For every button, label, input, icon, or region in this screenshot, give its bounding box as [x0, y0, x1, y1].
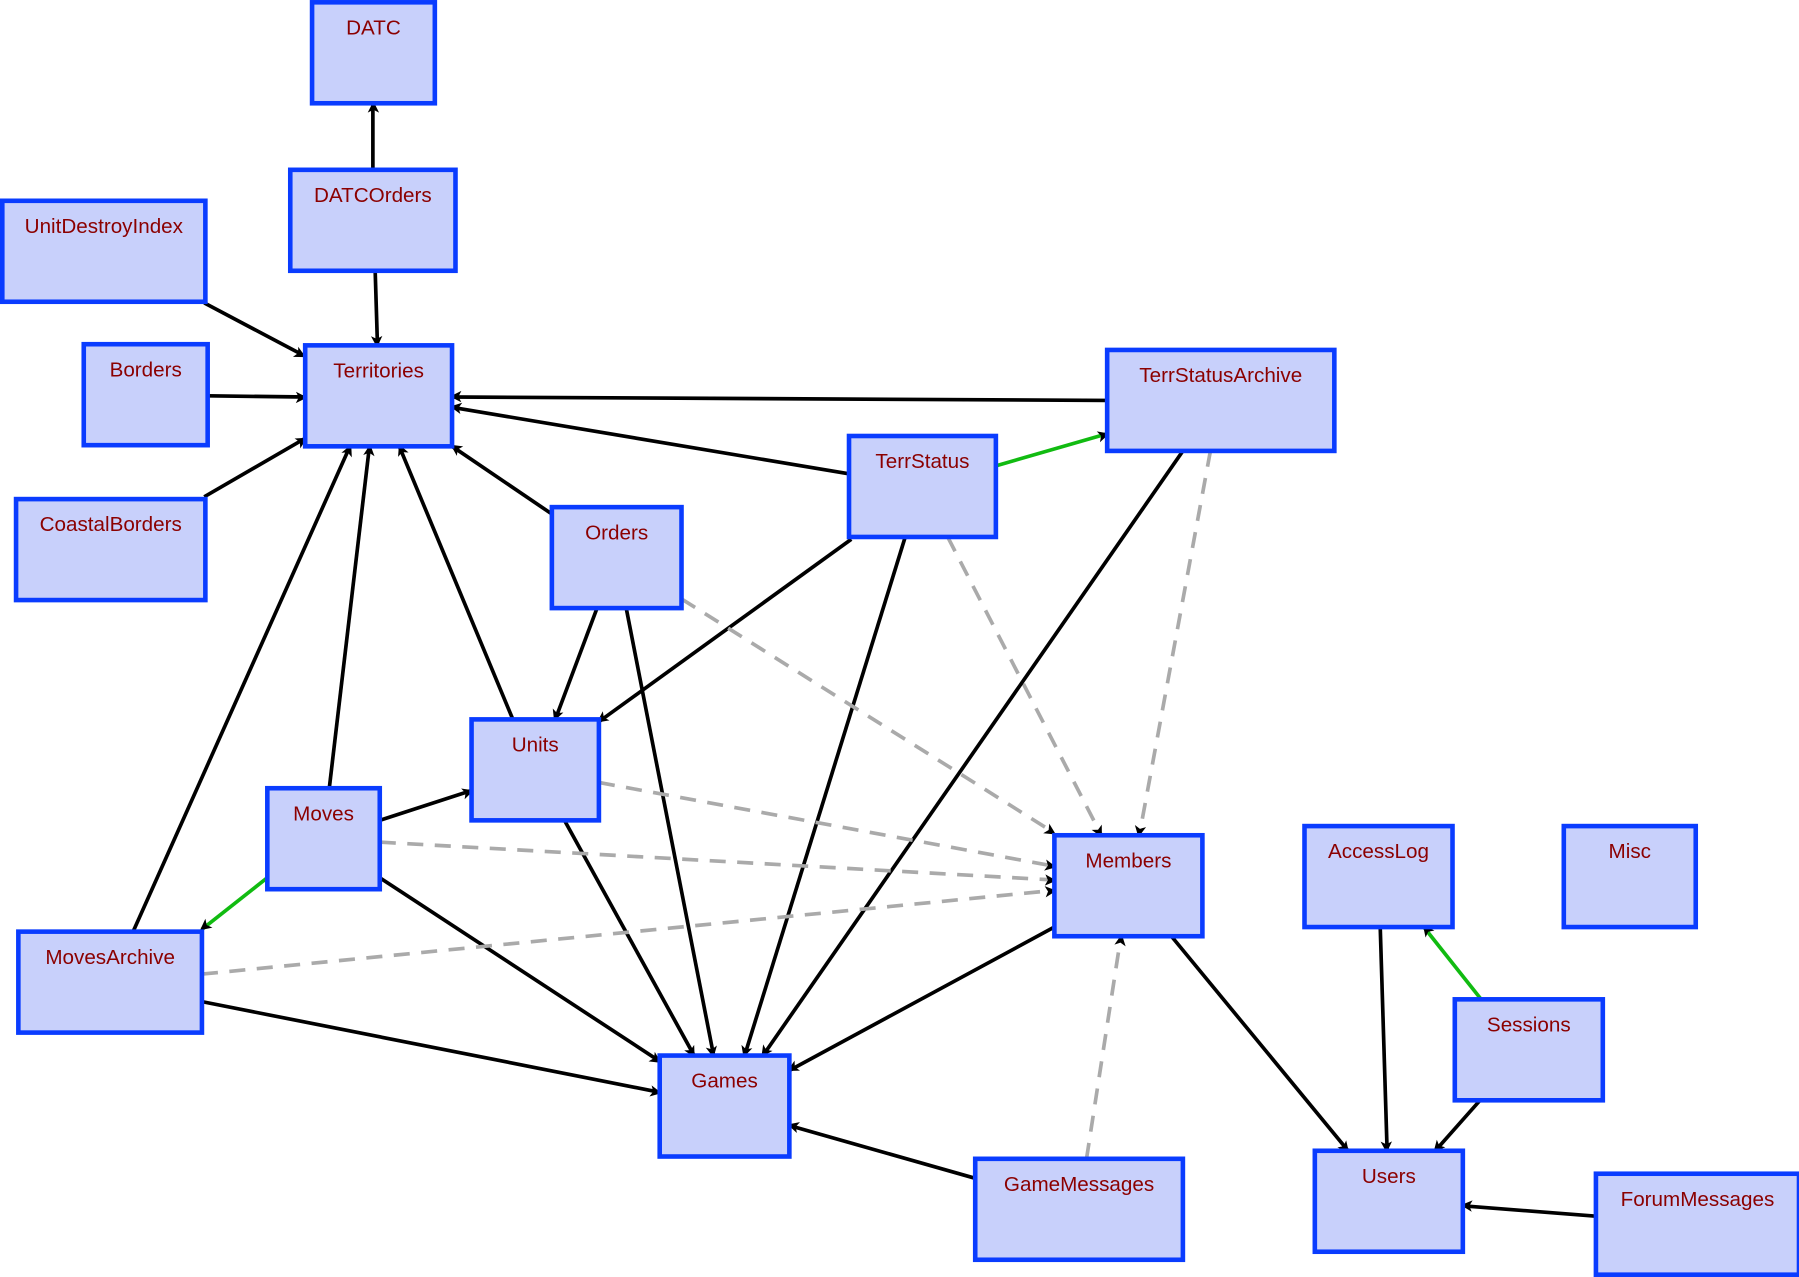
edge-coastalborders-to-territories — [203, 436, 308, 499]
node-label: TerrStatus — [875, 450, 969, 473]
node-box — [1561, 823, 1699, 930]
node-label: Orders — [585, 521, 648, 544]
node-misc[interactable]: Misc — [1561, 823, 1699, 930]
edge-terrstatus-to-games — [741, 536, 907, 1058]
node-box — [846, 433, 999, 540]
edge-gamemessages-to-members — [1084, 934, 1126, 1160]
edge-movesarchive-to-members — [201, 886, 1057, 976]
node-box — [1593, 1171, 1799, 1277]
node-label: Units — [512, 734, 559, 757]
node-users[interactable]: Users — [1312, 1148, 1466, 1255]
edge-units-to-members — [598, 780, 1057, 871]
edge-forummessages-to-users — [1460, 1200, 1597, 1219]
edge-members-to-users — [1169, 935, 1350, 1153]
node-label: CoastalBorders — [40, 513, 182, 536]
node-accesslog[interactable]: AccessLog — [1302, 823, 1455, 930]
node-box — [309, 0, 438, 106]
node-box — [1052, 832, 1205, 939]
edge-moves-to-movesarchive — [199, 876, 269, 931]
node-box — [1302, 823, 1455, 930]
edge-movesarchive-to-games — [201, 999, 662, 1097]
node-coastalborders[interactable]: CoastalBorders — [13, 496, 208, 603]
edge-movesarchive-to-territories — [131, 444, 352, 933]
node-sessions[interactable]: Sessions — [1452, 997, 1606, 1103]
edge-datcorders-to-territories — [370, 270, 383, 348]
node-box — [657, 1053, 792, 1159]
node-label: ForumMessages — [1621, 1188, 1775, 1211]
node-box — [81, 341, 210, 448]
node-orders[interactable]: Orders — [549, 504, 684, 611]
edge-borders-to-territories — [207, 391, 308, 404]
node-label: GameMessages — [1004, 1173, 1154, 1196]
edge-moves-to-members — [379, 840, 1057, 886]
node-label: Misc — [1609, 840, 1651, 863]
edge-orders-to-territories — [450, 444, 553, 516]
node-label: AccessLog — [1328, 840, 1429, 863]
node-datcorders[interactable]: DATCOrders — [287, 167, 458, 274]
edge-members-to-games — [787, 925, 1056, 1073]
edge-terrstatus-to-territories — [450, 402, 850, 476]
edge-sessions-to-users — [1433, 1099, 1482, 1152]
edge-accesslog-to-users — [1378, 926, 1392, 1153]
edge-terrstatus-to-members — [946, 536, 1104, 838]
node-datc[interactable]: DATC — [309, 0, 438, 106]
node-box — [549, 504, 684, 611]
edge-terrstatusarchive-to-territories — [449, 390, 1108, 403]
node-box — [13, 496, 208, 603]
node-label: DATC — [346, 16, 401, 39]
node-box — [265, 785, 383, 892]
node-label: Games — [691, 1070, 758, 1093]
node-box — [972, 1156, 1186, 1263]
node-label: TerrStatusArchive — [1139, 364, 1302, 387]
edge-sessions-to-accesslog — [1422, 925, 1483, 1001]
node-label: DATCOrders — [314, 184, 432, 207]
node-box — [1312, 1148, 1466, 1255]
edge-terrstatusarchive-to-members — [1134, 450, 1213, 838]
node-label: Members — [1085, 849, 1171, 872]
node-label: Users — [1362, 1165, 1416, 1188]
edge-moves-to-units — [379, 788, 474, 823]
edges-layer — [131, 101, 1597, 1219]
edge-terrstatus-to-terrstatusarchive — [995, 431, 1110, 468]
node-forummessages[interactable]: ForumMessages — [1593, 1171, 1799, 1277]
node-label: Borders — [110, 358, 182, 381]
node-members[interactable]: Members — [1052, 832, 1205, 939]
node-territories[interactable]: Territories — [302, 343, 455, 449]
node-label: MovesArchive — [45, 946, 175, 969]
edge-orders-to-units — [552, 608, 599, 722]
node-borders[interactable]: Borders — [81, 341, 210, 448]
node-units[interactable]: Units — [469, 717, 602, 823]
edge-moves-to-territories — [327, 444, 375, 789]
node-box — [302, 343, 455, 449]
node-box — [1104, 347, 1337, 454]
node-terrstatus[interactable]: TerrStatus — [846, 433, 999, 540]
edge-units-to-games — [562, 819, 696, 1058]
node-box — [0, 198, 208, 305]
node-moves[interactable]: Moves — [265, 785, 383, 892]
edge-unitdestroyindex-to-territories — [203, 301, 306, 358]
edge-gamemessages-to-games — [787, 1122, 976, 1181]
node-box — [469, 717, 602, 823]
edge-moves-to-games — [378, 876, 662, 1063]
node-label: Sessions — [1487, 1013, 1571, 1036]
edge-orders-to-members — [680, 597, 1056, 835]
node-label: UnitDestroyIndex — [25, 215, 184, 238]
node-label: Moves — [293, 802, 354, 825]
node-unitdestroyindex[interactable]: UnitDestroyIndex — [0, 198, 208, 305]
node-movesarchive[interactable]: MovesArchive — [16, 929, 205, 1035]
edge-terrstatusarchive-to-games — [761, 449, 1185, 1057]
node-label: Territories — [333, 359, 424, 382]
edge-orders-to-games — [624, 608, 717, 1058]
node-terrstatusarchive[interactable]: TerrStatusArchive — [1104, 347, 1337, 454]
node-games[interactable]: Games — [657, 1053, 792, 1159]
node-gamemessages[interactable]: GameMessages — [972, 1156, 1186, 1263]
node-box — [16, 929, 205, 1035]
node-box — [1452, 997, 1606, 1103]
edge-units-to-territories — [397, 444, 515, 721]
node-box — [287, 167, 458, 274]
